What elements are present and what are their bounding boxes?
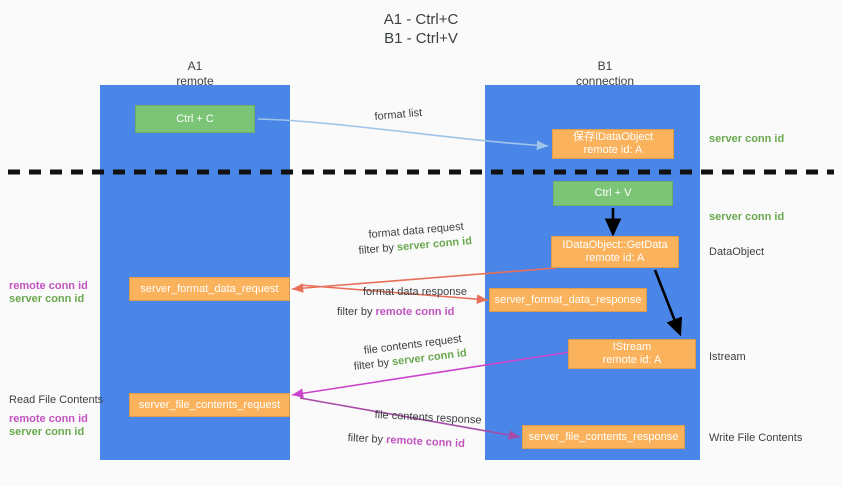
left-label-remote-conn-id-1: remote conn id <box>9 280 88 292</box>
node-ctrl-c-label: Ctrl + C <box>176 112 214 125</box>
node-istream-line1: IStream <box>612 341 652 353</box>
column-header-b1: B1 connection <box>515 59 695 89</box>
edge-label-format-data-response-filter: filter by remote conn id <box>337 305 454 319</box>
edge-label-file-contents-response: file contents response <box>374 408 482 427</box>
left-label-read-file-contents: Read File Contents <box>9 394 104 406</box>
right-label-server-conn-id-1: server conn id <box>709 133 785 145</box>
left-label-server-conn-id-1: server conn id <box>9 293 85 305</box>
node-ctrl-c[interactable]: Ctrl + C <box>135 105 255 133</box>
filter-prefix: filter by <box>358 241 398 257</box>
node-istream[interactable]: IStream remote id: A <box>568 339 696 369</box>
column-header-a1-name: A1 <box>187 59 203 73</box>
right-label-server-conn-id-2: server conn id <box>709 211 785 223</box>
column-header-b1-sub: connection <box>575 74 635 88</box>
node-ctrl-v[interactable]: Ctrl + V <box>553 181 673 206</box>
filter-value-remote-conn-id: remote conn id <box>375 306 455 318</box>
column-header-a1-sub: remote <box>176 74 214 88</box>
node-getdata-line1: IDataObject::GetData <box>562 239 668 251</box>
filter-value-remote-conn-id: remote conn id <box>385 434 466 451</box>
node-server-format-data-request-label: server_format_data_request <box>140 282 279 295</box>
column-header-a1: A1 remote <box>105 59 285 89</box>
edge-label-file-contents-response-filter: filter by remote conn id <box>347 431 465 451</box>
title-line-2: B1 - Ctrl+V <box>384 30 458 47</box>
page-title: A1 - Ctrl+C B1 - Ctrl+V <box>0 10 842 48</box>
node-ctrl-v-label: Ctrl + V <box>594 187 632 199</box>
node-idataobject[interactable]: 保存IDataObject remote id: A <box>552 129 674 159</box>
node-idataobject-line1: 保存IDataObject <box>572 131 654 143</box>
right-label-istream: Istream <box>709 351 746 363</box>
left-label-remote-conn-id-2: remote conn id <box>9 413 88 425</box>
node-istream-line2: remote id: A <box>602 354 662 366</box>
node-idataobject-line2: remote id: A <box>583 144 643 156</box>
right-label-write-file-contents: Write File Contents <box>709 432 803 444</box>
node-getdata[interactable]: IDataObject::GetData remote id: A <box>551 236 679 268</box>
edge-label-format-list: format list <box>374 106 423 123</box>
node-server-format-data-request[interactable]: server_format_data_request <box>129 277 290 301</box>
filter-prefix: filter by <box>353 356 393 373</box>
filter-prefix: filter by <box>337 306 376 318</box>
left-label-server-conn-id-2: server conn id <box>9 426 85 438</box>
node-server-file-contents-request[interactable]: server_file_contents_request <box>129 393 290 417</box>
filter-prefix: filter by <box>347 431 387 446</box>
node-server-file-contents-response-label: server_file_contents_response <box>528 430 679 443</box>
node-server-format-data-response[interactable]: server_format_data_response <box>489 288 647 312</box>
edge-label-format-data-response: format data response <box>363 286 467 298</box>
title-line-1: A1 - Ctrl+C <box>383 11 459 28</box>
right-label-dataobject: DataObject <box>709 246 765 258</box>
node-server-file-contents-response[interactable]: server_file_contents_response <box>522 425 685 449</box>
node-getdata-line2: remote id: A <box>585 252 645 264</box>
node-server-file-contents-request-label: server_file_contents_request <box>138 398 281 411</box>
node-server-format-data-response-label: server_format_data_response <box>494 293 642 306</box>
column-header-b1-name: B1 <box>597 59 613 73</box>
